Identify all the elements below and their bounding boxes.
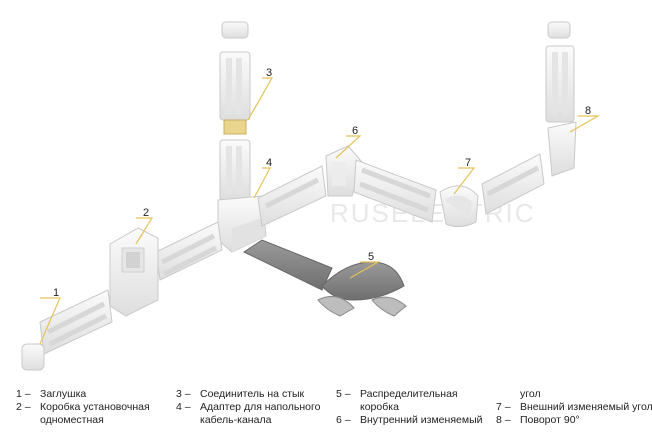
legend-item-6: 6 –Внутренний изменяемый xyxy=(336,414,483,426)
callouts: 1 2 3 4 5 6 7 8 xyxy=(53,67,591,299)
channel-adapter-to-corner xyxy=(257,165,327,227)
legend-item-2-cont: одноместная xyxy=(40,414,104,426)
legend-item-5-cont: коробка xyxy=(360,401,399,413)
internal-corner xyxy=(325,145,363,197)
right-vertical-channel xyxy=(545,21,577,177)
legend-item-5: 5 –Распределительная xyxy=(336,388,458,400)
callout-7: 7 xyxy=(465,157,471,169)
channel-adapter-to-box xyxy=(155,221,223,281)
channel-corner6-to-corner7 xyxy=(353,159,437,223)
legend-item-7: 7 –Внешний изменяемый угол xyxy=(496,401,652,413)
legend-col-1: 1 –Заглушка 2 –Коробка установочная одно… xyxy=(16,388,150,427)
installation-box xyxy=(109,227,159,317)
distribution-box xyxy=(317,261,407,317)
legend-item-2: 2 –Коробка установочная xyxy=(16,401,150,413)
callout-2: 2 xyxy=(143,207,149,219)
callout-5: 5 xyxy=(368,251,374,263)
legend-item-3: 3 –Соединитель на стык xyxy=(176,388,305,400)
callout-4: 4 xyxy=(266,157,272,169)
channel-box-to-endcap xyxy=(39,289,113,355)
callout-6: 6 xyxy=(352,125,358,137)
callout-8: 8 xyxy=(585,105,591,117)
legend-item-1: 1 –Заглушка xyxy=(16,388,87,400)
legend-item-4-cont: кабель-канала xyxy=(200,414,272,426)
vertical-channel-top xyxy=(219,21,251,201)
legend-col-2: 3 –Соединитель на стык 4 –Адаптер для на… xyxy=(176,388,320,427)
callout-1: 1 xyxy=(53,287,59,299)
legend: 1 –Заглушка 2 –Коробка установочная одно… xyxy=(0,388,652,440)
leader-lines xyxy=(39,77,601,345)
external-corner xyxy=(439,185,479,228)
legend-item-6-cont: угол xyxy=(520,388,541,400)
end-cap xyxy=(21,343,45,371)
legend-col-3: 5 –Распределительная коробка 6 –Внутренн… xyxy=(336,388,482,427)
legend-col-4: угол 7 –Внешний изменяемый угол 8 –Повор… xyxy=(496,388,652,427)
channel-corner7-to-turn xyxy=(481,153,545,215)
callout-3: 3 xyxy=(266,67,272,79)
installation-diagram: RUSELECTRIC xyxy=(21,21,601,371)
floor-channel xyxy=(242,239,333,291)
legend-item-4: 4 –Адаптер для напольного xyxy=(176,401,321,413)
legend-item-8: 8 –Поворот 90° xyxy=(496,414,580,426)
